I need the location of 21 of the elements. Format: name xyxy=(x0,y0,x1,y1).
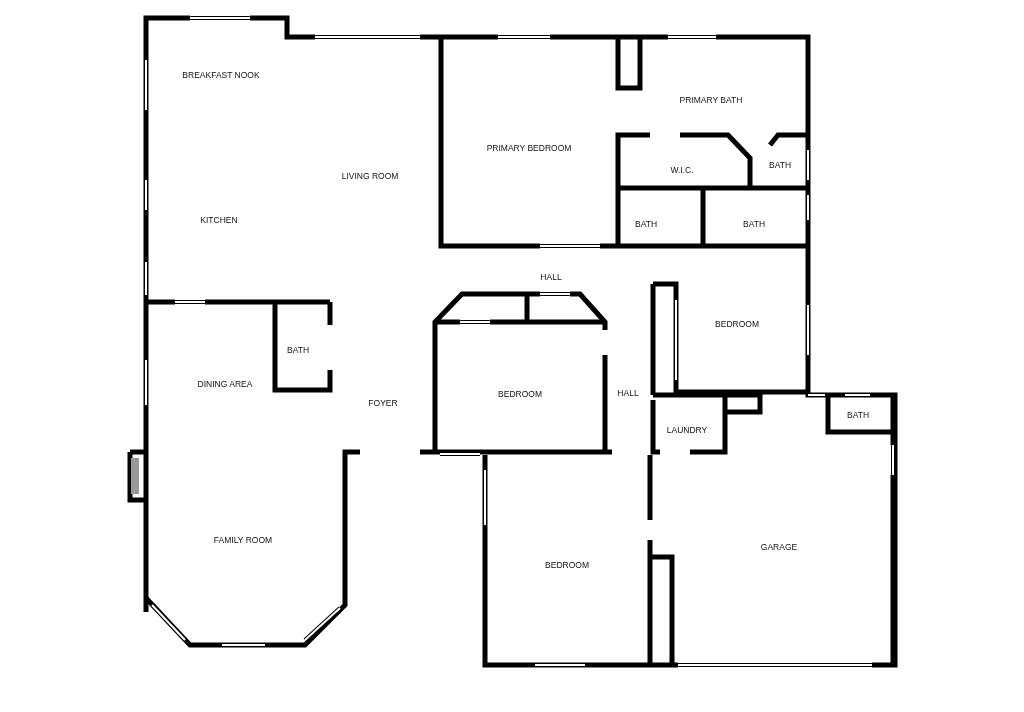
room-label: LAUNDRY xyxy=(666,425,708,435)
room-label: KITCHEN xyxy=(200,215,238,225)
room-label: HALL xyxy=(540,272,562,282)
room-label: BREAKFAST NOOK xyxy=(182,70,260,80)
room-label: GARAGE xyxy=(760,542,798,552)
room-label: PRIMARY BATH xyxy=(679,95,743,105)
room-label: PRIMARY BEDROOM xyxy=(486,143,572,153)
room-label: FAMILY ROOM xyxy=(213,535,273,545)
room-label: HALL xyxy=(617,388,639,398)
room-label: BEDROOM xyxy=(715,319,759,329)
room-label: BATH xyxy=(743,219,765,229)
room-label: BEDROOM xyxy=(545,560,589,570)
room-label: W.I.C. xyxy=(670,165,694,175)
room-label: LIVING ROOM xyxy=(341,171,399,181)
room-label: BATH xyxy=(635,219,657,229)
room-label: FOYER xyxy=(368,398,398,408)
room-label: BATH xyxy=(769,160,791,170)
room-label: BATH xyxy=(287,345,309,355)
room-label: BEDROOM xyxy=(498,389,542,399)
room-label: DINING AREA xyxy=(197,379,253,389)
room-label: BATH xyxy=(847,410,869,420)
